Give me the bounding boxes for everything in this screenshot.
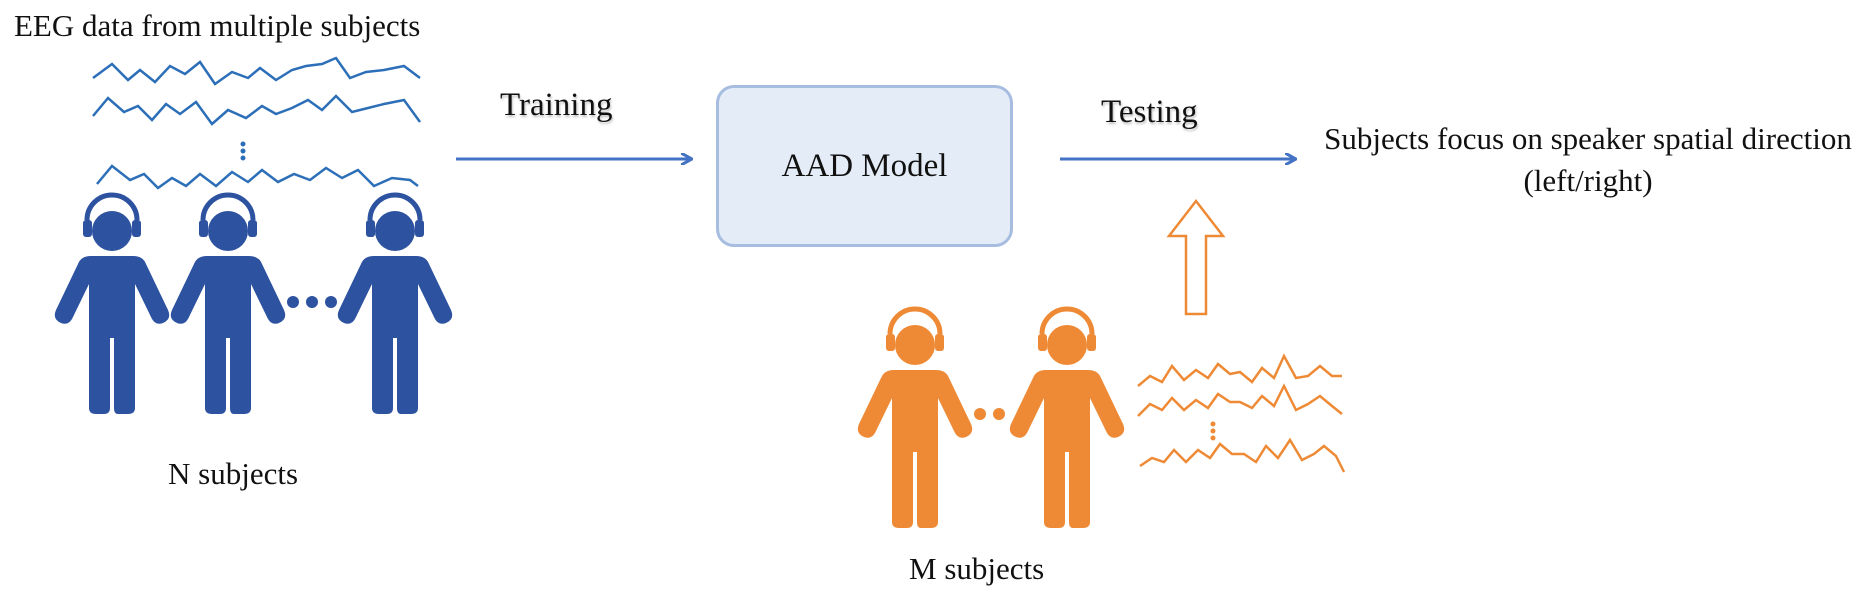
ellipsis-dots-icon (287, 296, 337, 308)
aad-model-box: AAD Model (716, 85, 1013, 247)
m-subjects-label: M subjects (909, 551, 1045, 586)
headphone-person-icon (171, 195, 285, 414)
output-description: Subjects focus on speaker spatial direct… (1324, 121, 1852, 198)
hollow-up-arrow-icon (1166, 198, 1226, 316)
eeg-wave-icon (92, 94, 422, 126)
diagram-title: EEG data from multiple subjects (14, 8, 421, 43)
headphone-person-icon (55, 195, 169, 414)
eeg-wave-icon (1137, 383, 1343, 417)
training-label: Training (500, 87, 613, 123)
headphone-person-icon (858, 309, 972, 528)
testing-label: Testing (1101, 94, 1198, 130)
model-label: AAD Model (781, 147, 948, 184)
headphone-person-icon (1010, 309, 1124, 528)
ellipsis-dots-icon (240, 141, 246, 161)
eeg-wave-icon (96, 164, 419, 190)
eeg-wave-icon (1139, 437, 1346, 473)
n-subjects-label: N subjects (168, 456, 299, 491)
training-subjects (55, 195, 452, 414)
ellipsis-dots-icon (974, 408, 1005, 420)
eeg-wave-icon (1137, 353, 1342, 387)
testing-subjects (858, 309, 1124, 528)
headphone-person-icon (338, 195, 452, 414)
eeg-waves-testing (1137, 353, 1346, 473)
ellipsis-dots-icon (1210, 421, 1216, 441)
eeg-wave-icon (92, 56, 421, 86)
eeg-waves-training (92, 56, 422, 190)
